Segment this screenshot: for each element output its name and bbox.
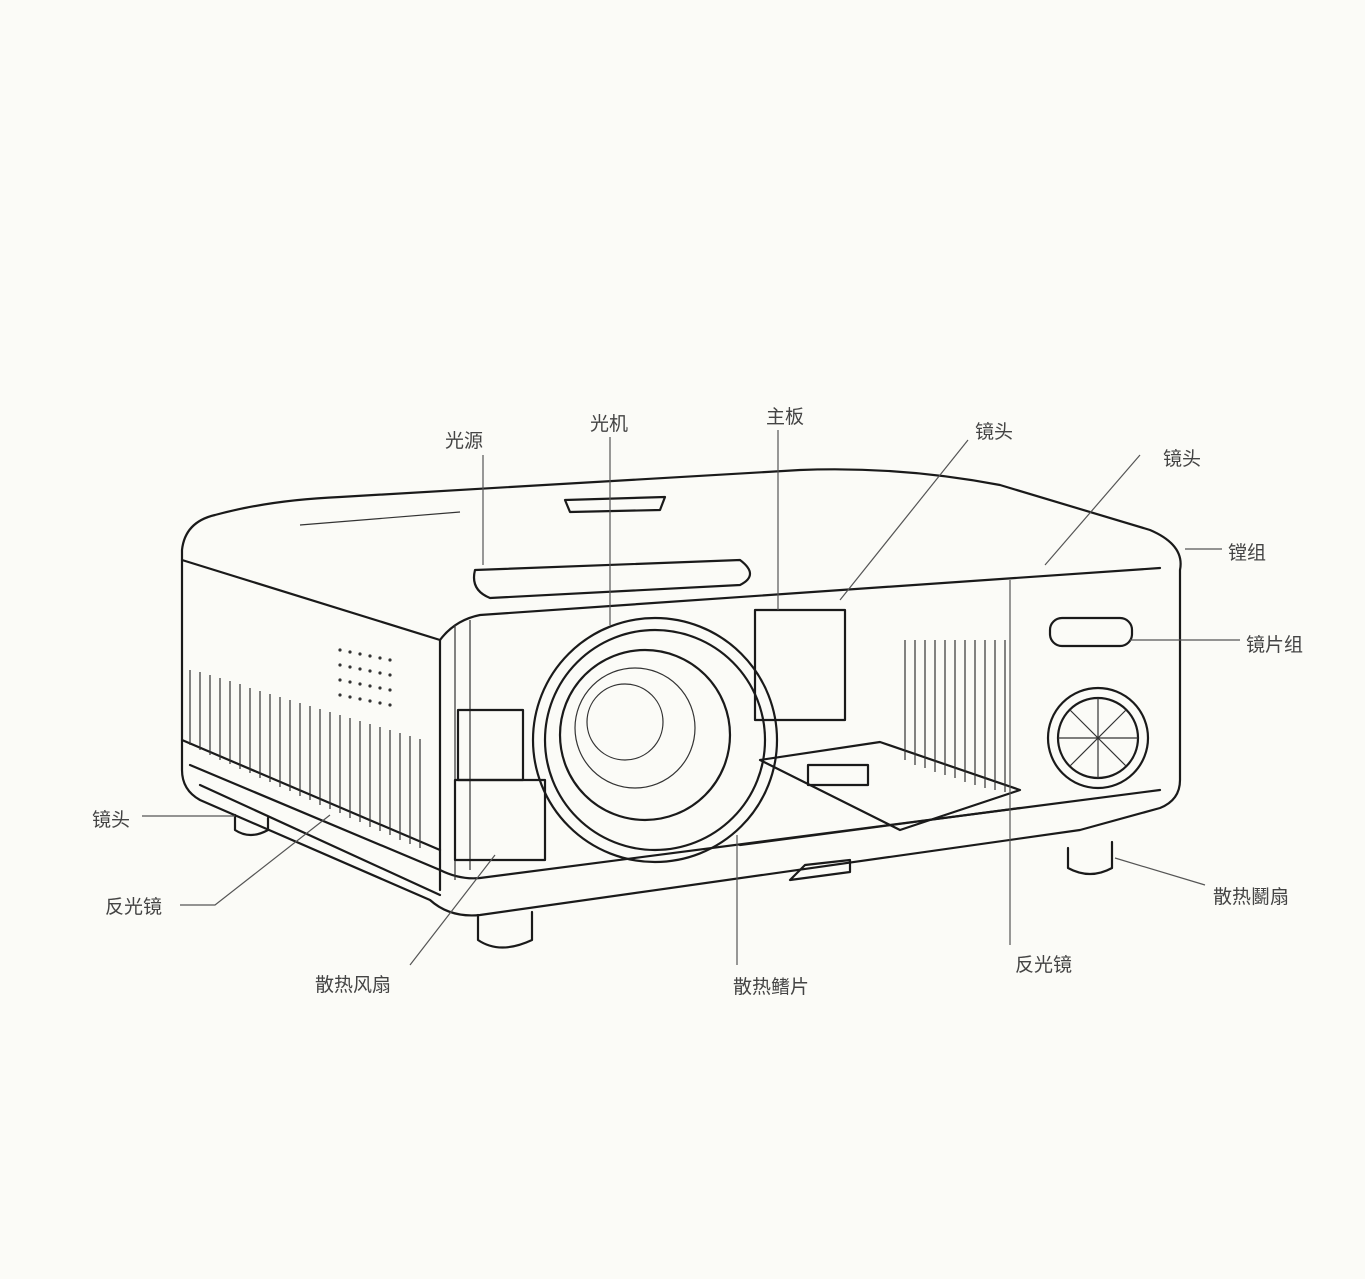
label-lens-right: 镜头 — [1163, 448, 1202, 470]
projector-body — [180, 468, 1182, 917]
label-reflector-left: 反光镜 — [105, 896, 163, 918]
label-lens-group-top: 镗组 — [1228, 542, 1267, 564]
internal-components — [453, 608, 1150, 862]
lens-assembly — [531, 616, 779, 864]
label-cooling-fan-bottom: 散热风扇 — [315, 974, 392, 996]
label-heat-sink: 散热鳍片 — [733, 976, 810, 998]
label-reflector-bottom: 反光镜 — [1015, 954, 1073, 976]
label-optical-engine: 光机 — [590, 413, 629, 435]
label-cooling-fan-right: 散热鬭扇 — [1213, 886, 1290, 908]
speaker-dots — [338, 648, 392, 707]
label-light-source: 光源 — [445, 430, 484, 452]
label-lens-left: 镜头 — [92, 809, 131, 831]
label-lens-group: 镜片组 — [1246, 634, 1304, 656]
label-lens-top: 镜头 — [975, 421, 1014, 443]
label-mainboard: 主板 — [766, 406, 805, 428]
vent-grille — [189, 670, 421, 848]
leader-lines — [142, 430, 1240, 966]
feet — [233, 813, 1114, 949]
